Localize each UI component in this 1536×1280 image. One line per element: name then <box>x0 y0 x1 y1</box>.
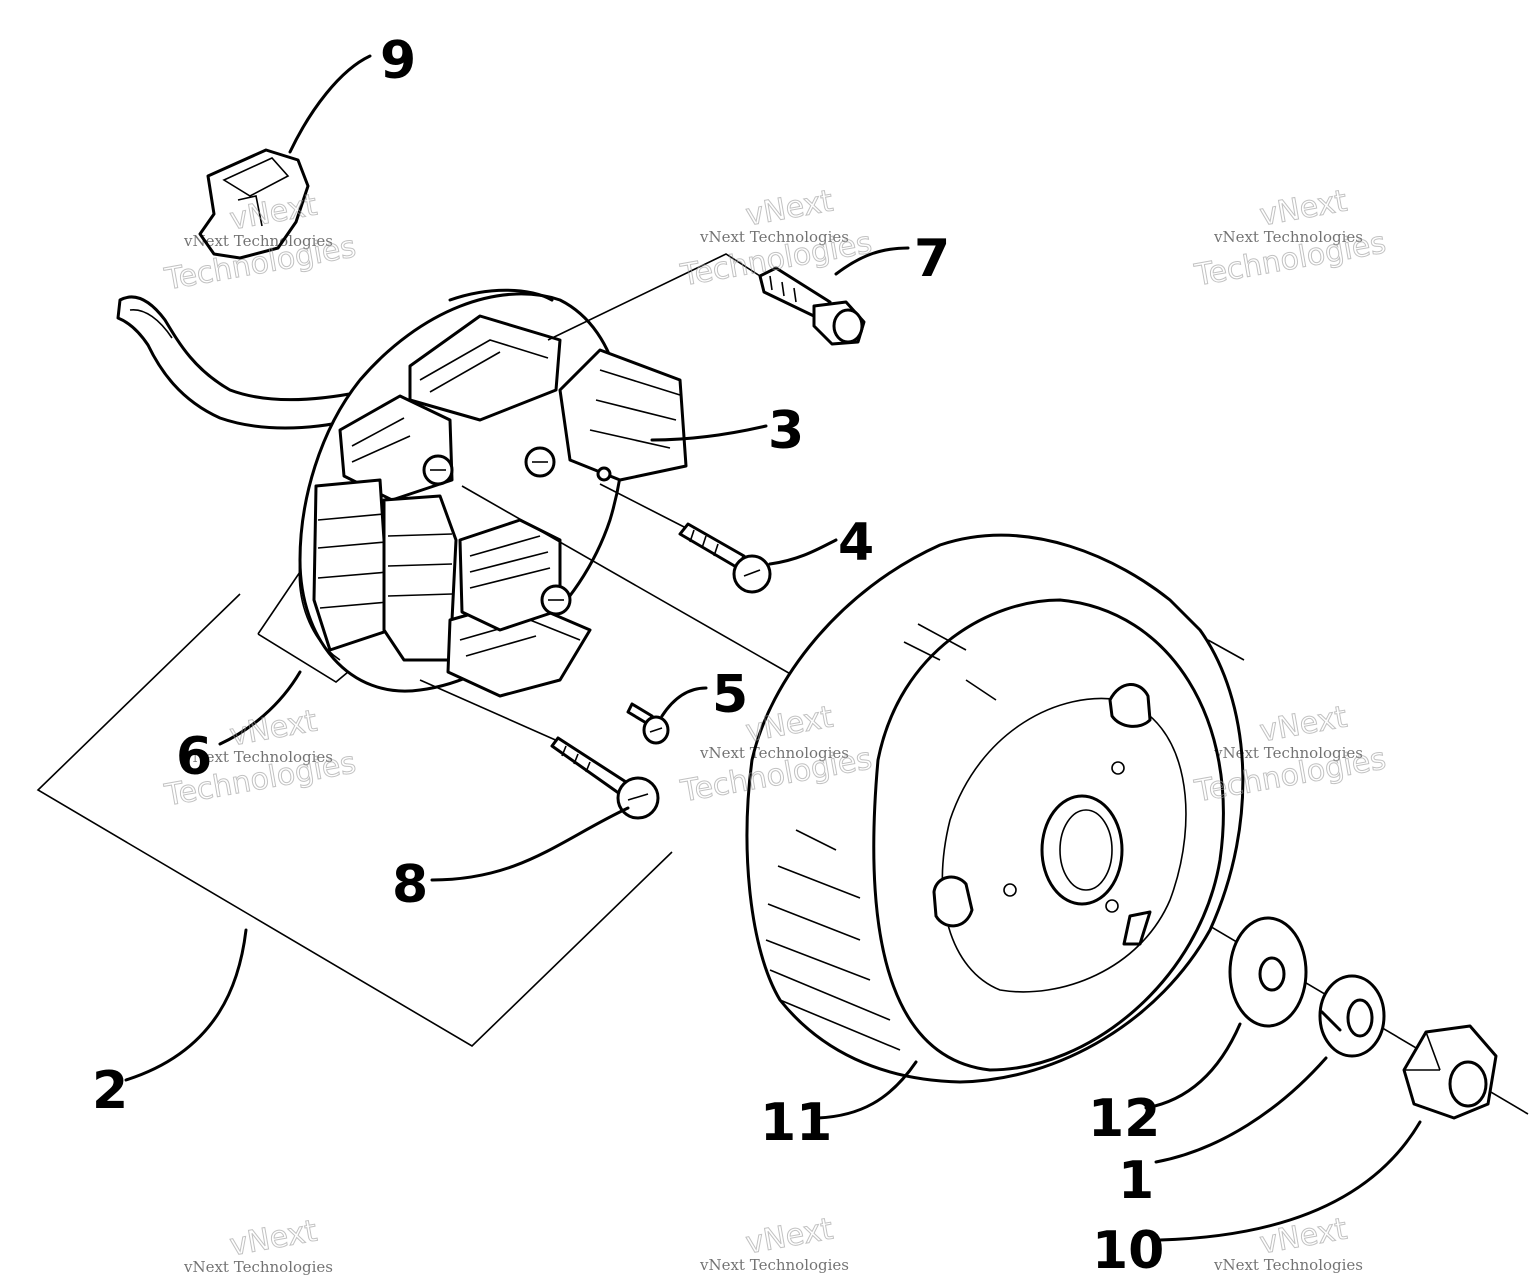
svg-text:vNext Technologies: vNext Technologies <box>699 228 849 246</box>
svg-text:vNext: vNext <box>1257 1212 1350 1262</box>
callout-9: 9 <box>380 31 416 91</box>
svg-text:vNext: vNext <box>743 184 836 234</box>
svg-text:vNext Technologies: vNext Technologies <box>699 744 849 762</box>
item-12-washer <box>1228 916 1308 1028</box>
svg-text:vNext: vNext <box>743 1212 836 1262</box>
item-10-nut <box>1402 1024 1498 1120</box>
item-9-block <box>198 148 310 260</box>
wire-harness <box>116 295 362 430</box>
watermark-7: vNext Technologies vNext <box>183 1213 333 1276</box>
item-8-screw <box>550 736 660 820</box>
callout-7: 7 <box>914 229 950 289</box>
callout-10: 10 <box>1092 1221 1164 1280</box>
watermark-1: vNext Technologies vNext Technologies <box>161 187 359 298</box>
watermark-9: vNext Technologies vNext <box>1213 1211 1363 1274</box>
svg-text:vNext Technologies: vNext Technologies <box>183 748 333 766</box>
item-4-screw <box>678 522 772 594</box>
svg-text:vNext Technologies: vNext Technologies <box>1213 744 1363 762</box>
watermark-2: vNext Technologies vNext Technologies <box>677 183 875 294</box>
watermark-3: vNext Technologies vNext Technologies <box>1191 183 1389 294</box>
callout-5: 5 <box>712 665 748 725</box>
item-1-lock-washer <box>1318 974 1386 1058</box>
item-11-flywheel <box>745 533 1245 1084</box>
callout-1: 1 <box>1118 1151 1154 1211</box>
watermark-4: vNext Technologies vNext Technologies <box>161 703 359 814</box>
svg-text:vNext Technologies: vNext Technologies <box>183 1258 333 1276</box>
svg-text:vNext: vNext <box>227 704 320 754</box>
leader-lines <box>124 54 1422 1242</box>
callout-11: 11 <box>760 1093 832 1153</box>
svg-text:vNext: vNext <box>1257 700 1350 750</box>
callout-8: 8 <box>392 855 428 915</box>
callout-3: 3 <box>768 401 804 461</box>
svg-text:vNext: vNext <box>1257 184 1350 234</box>
svg-text:vNext Technologies: vNext Technologies <box>183 232 333 250</box>
svg-text:vNext Technologies: vNext Technologies <box>699 1256 849 1274</box>
callout-6: 6 <box>176 727 212 787</box>
stator-assembly <box>298 288 688 698</box>
callout-12: 12 <box>1088 1089 1160 1149</box>
item-7-bolt <box>758 266 866 346</box>
callout-2: 2 <box>92 1061 128 1121</box>
watermark-8: vNext Technologies vNext <box>699 1211 849 1274</box>
svg-text:vNext Technologies: vNext Technologies <box>1213 228 1363 246</box>
callout-4: 4 <box>838 513 874 573</box>
item-5-screw <box>626 702 670 745</box>
svg-text:vNext: vNext <box>227 1214 320 1264</box>
callout-labels: 9 7 3 4 5 6 8 2 11 12 1 10 <box>92 31 1164 1280</box>
svg-text:vNext Technologies: vNext Technologies <box>1213 1256 1363 1274</box>
